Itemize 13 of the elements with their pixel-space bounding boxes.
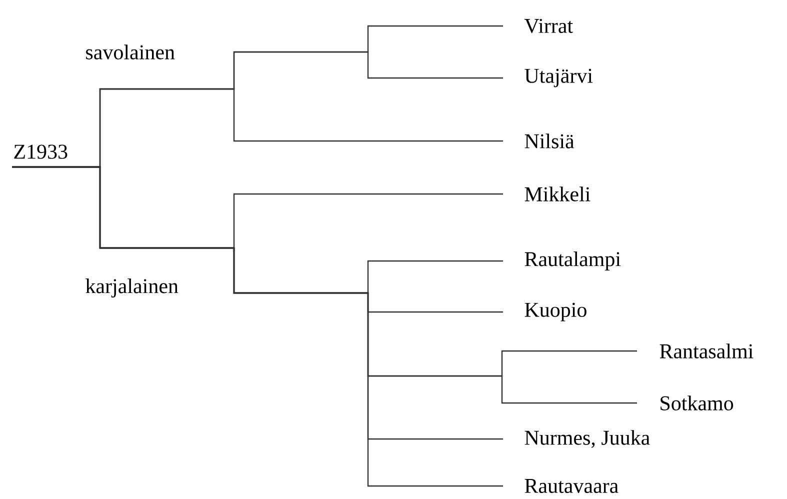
leaf-label: Virrat [524, 18, 573, 34]
leaf-label: Sotkamo [660, 396, 734, 410]
leaf-label: Mikkeli [524, 186, 590, 202]
leaf-label: Nilsiä [524, 134, 574, 148]
leaf-label: Rautalampi [524, 251, 621, 271]
branch-label: karjalainen [86, 278, 178, 298]
leaf-label: Rautavaara [524, 479, 618, 493]
leaf-label: Nurmes, Juuka [524, 430, 650, 448]
leaf-label: Rantasalmi [660, 344, 754, 358]
leaf-label: Kuopio [524, 302, 586, 322]
root-label: Z1933 [14, 144, 68, 159]
leaf-label: Utajärvi [524, 68, 593, 88]
branch-label: savolainen [86, 44, 175, 60]
